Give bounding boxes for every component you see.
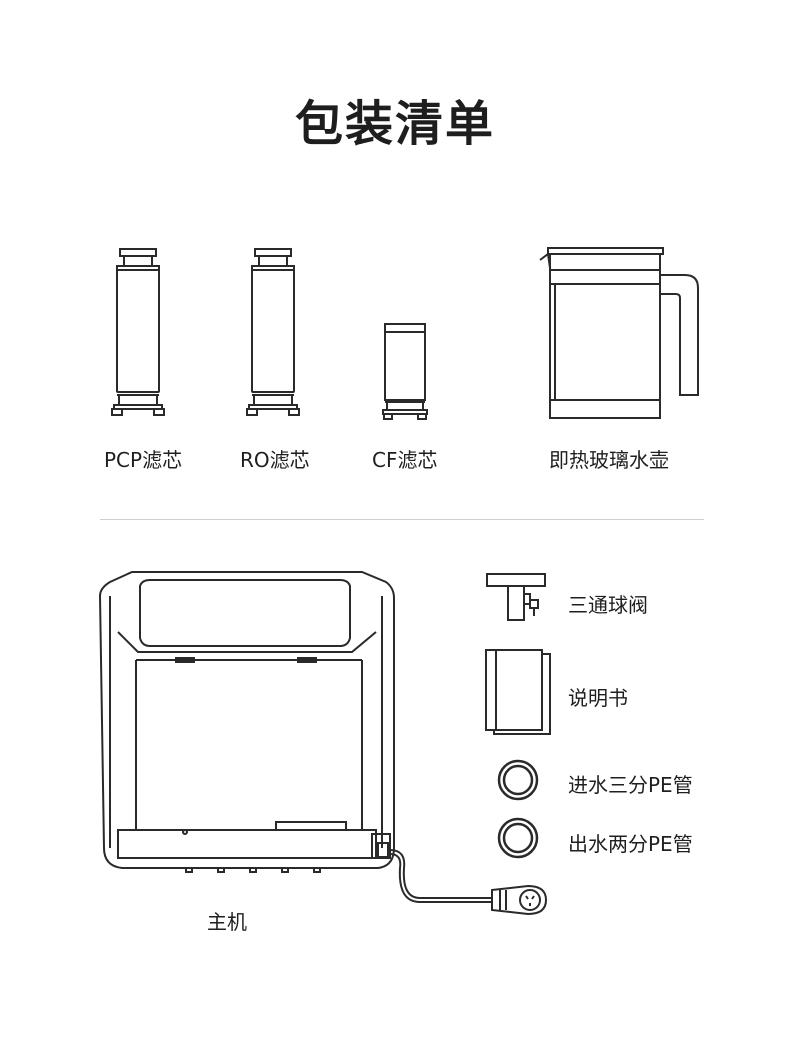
cf-filter-icon [370,318,440,428]
three-way-valve-label: 三通球阀 [568,593,648,617]
cf-filter-label: CF滤芯 [372,448,438,472]
section-divider [100,519,704,520]
inlet-pipe-icon [496,758,540,802]
glass-kettle-label: 即热玻璃水壶 [549,448,669,472]
manual-label: 说明书 [568,686,628,710]
outlet-pipe-icon [496,816,540,860]
ro-filter-icon [235,245,315,425]
outlet-pipe-label: 出水两分PE管 [568,832,693,856]
three-way-valve-icon [484,570,548,626]
pcp-filter-icon [100,245,180,425]
manual-icon [482,646,556,736]
pcp-filter-label: PCP滤芯 [104,448,183,472]
main-unit-label: 主机 [207,910,247,934]
glass-kettle-icon [530,240,710,425]
inlet-pipe-label: 进水三分PE管 [568,773,693,797]
page-title: 包装清单 [294,96,495,152]
main-unit-icon [90,568,560,918]
ro-filter-label: RO滤芯 [240,448,310,472]
